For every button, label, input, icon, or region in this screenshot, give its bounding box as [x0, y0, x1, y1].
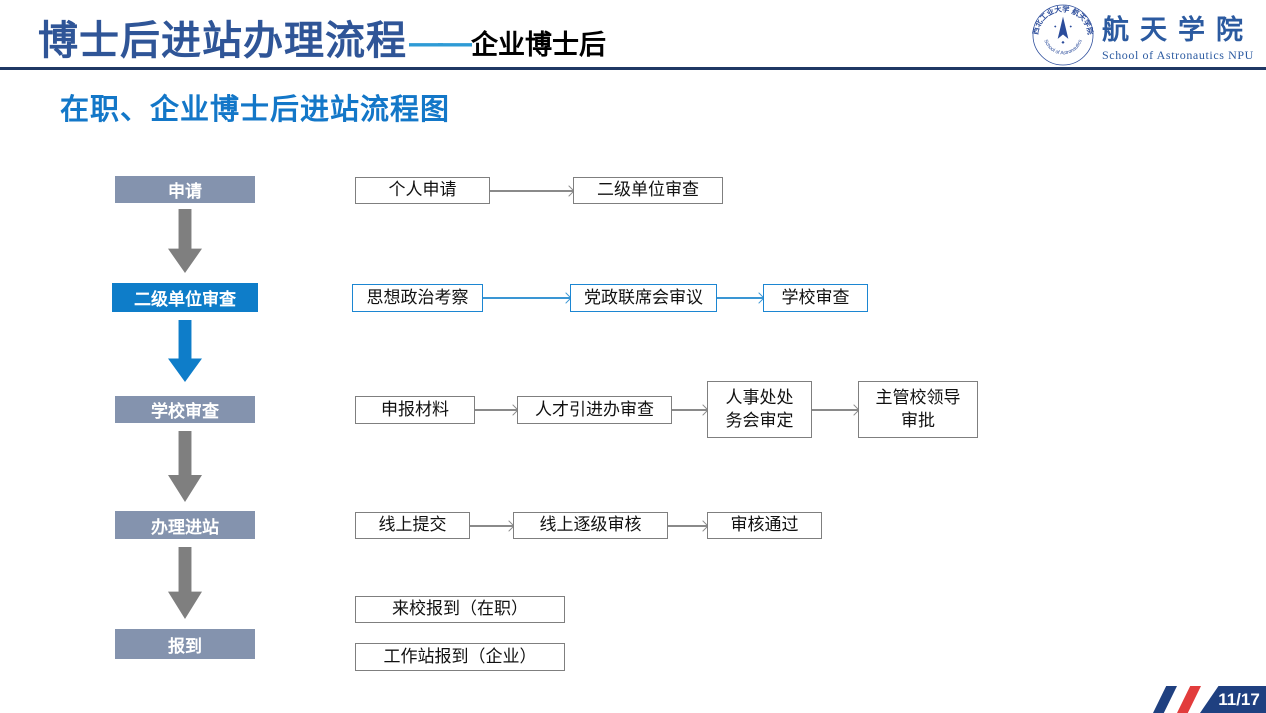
flow-box: 党政联席会审议 — [570, 284, 717, 312]
right-arrow-icon — [672, 409, 707, 411]
right-arrow-icon — [470, 525, 513, 527]
right-arrow-icon — [717, 297, 763, 299]
stage-school-review: 学校审查 — [115, 396, 255, 423]
page-title-suffix: 企业博士后 — [471, 30, 606, 60]
page-title: 博士后进站办理流程 —— 企业博士后 — [38, 8, 606, 66]
flow-box: 主管校领导 审批 — [858, 381, 978, 438]
flow-box: 个人申请 — [355, 177, 490, 204]
page-number-badge: 11/17 — [1200, 686, 1266, 713]
school-seal-icon: 西北工业大学 航天学院 School of Astronautics — [1032, 4, 1094, 66]
down-arrow-icon — [168, 547, 202, 619]
right-arrow-icon — [490, 190, 573, 192]
flow-box: 线上逐级审核 — [513, 512, 668, 539]
page-title-main: 博士后进站办理流程 — [38, 19, 407, 63]
school-logo: 西北工业大学 航天学院 School of Astronautics 航天学院 … — [1032, 4, 1254, 66]
section-title: 在职、企业博士后进站流程图 — [60, 94, 451, 126]
right-arrow-icon — [668, 525, 707, 527]
flow-box: 思想政治考察 — [352, 284, 483, 312]
down-arrow-icon — [168, 209, 202, 273]
flow-box: 申报材料 — [355, 396, 475, 424]
stage-apply: 申请 — [115, 176, 255, 203]
header-divider — [0, 67, 1266, 70]
flow-box: 二级单位审查 — [573, 177, 723, 204]
flow-box: 来校报到（在职） — [355, 596, 565, 623]
school-name-cn: 航天学院 — [1102, 14, 1254, 45]
seal-rocket-icon — [1057, 16, 1069, 39]
down-arrow-icon — [168, 320, 202, 382]
down-arrow-icon — [168, 431, 202, 502]
stage-registration: 报到 — [115, 629, 255, 659]
school-name-en: School of Astronautics NPU — [1102, 47, 1254, 62]
school-name: 航天学院 School of Astronautics NPU — [1102, 8, 1254, 63]
stage-secondary-unit-review: 二级单位审查 — [112, 283, 258, 312]
flow-box: 审核通过 — [707, 512, 822, 539]
flow-box: 线上提交 — [355, 512, 470, 539]
flow-box: 人事处处 务会审定 — [707, 381, 812, 438]
title-dash: —— — [409, 24, 472, 62]
right-arrow-icon — [483, 297, 570, 299]
flow-box: 工作站报到（企业） — [355, 643, 565, 671]
footer-slash-icon — [1153, 686, 1177, 713]
right-arrow-icon — [812, 409, 858, 411]
flow-box: 学校审查 — [763, 284, 868, 312]
flow-box: 人才引进办审查 — [517, 396, 672, 424]
right-arrow-icon — [475, 409, 517, 411]
stage-enrollment: 办理进站 — [115, 511, 255, 539]
page-number: 11/17 — [1218, 689, 1260, 709]
footer-slash-icon — [1177, 686, 1201, 713]
